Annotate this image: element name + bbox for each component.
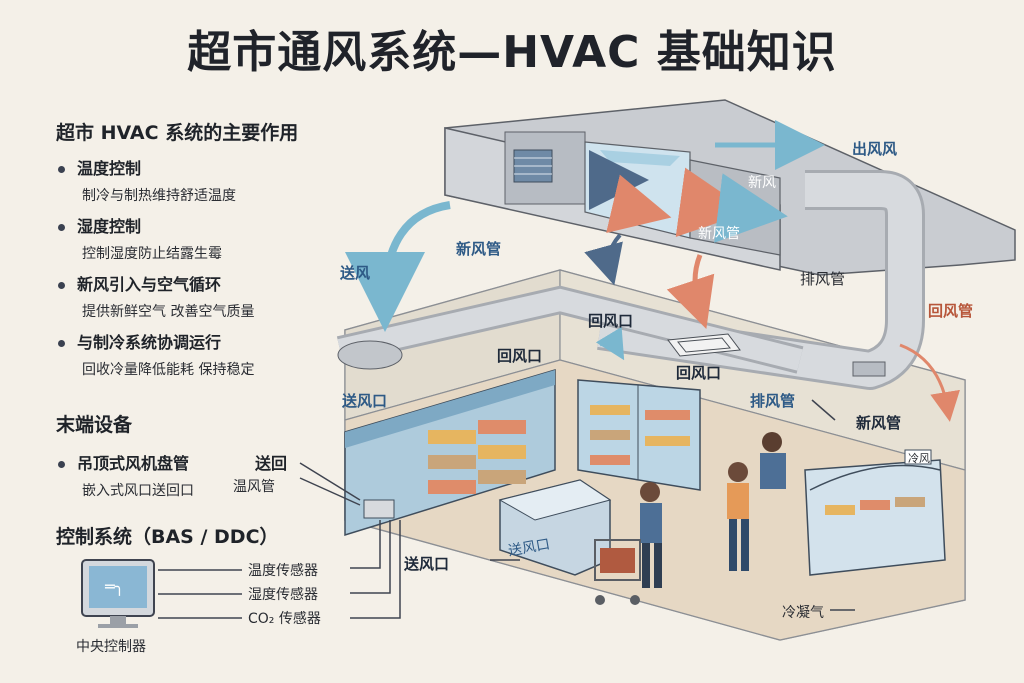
display-case-right — [804, 449, 946, 576]
bullet-icon — [58, 340, 65, 347]
airflow-arrows — [345, 120, 960, 422]
label-unit-inner: 新风管 — [698, 226, 740, 242]
function-item-title: 与制冷系统协调运行 — [77, 333, 222, 352]
function-item-1: 温度控制 制冷与制热维持舒适温度 — [58, 155, 236, 205]
label-outlet-air: 出风风 — [852, 140, 898, 158]
terminal-side-label-top: 送回 — [255, 454, 288, 473]
freezer-chest — [498, 479, 612, 576]
section-heading-terminal: 末端设备 — [56, 414, 133, 436]
page-title: 超市通风系统—HVAC 基础知识 — [187, 27, 837, 78]
bullet-icon — [58, 166, 65, 173]
ceiling-diffuser-icon — [667, 333, 741, 357]
label-unit-fresh: 新风 — [748, 175, 776, 191]
sensor-label-humidity: 湿度传感器 — [248, 587, 318, 603]
leader-lines — [158, 399, 855, 619]
section-heading-control: 控制系统（BAS / DDC） — [56, 526, 279, 548]
label-fresh-fan: 新风管 — [856, 414, 902, 432]
monitor-icon — [81, 559, 155, 628]
label-supply-air: 送风 — [340, 264, 371, 282]
staff-person-icon — [760, 432, 786, 489]
label-return-outlet-3: 回风口 — [676, 364, 722, 382]
function-item-sub: 提供新鲜空气 改善空气质量 — [82, 304, 255, 320]
terminal-side-label-bottom: 温风管 — [233, 479, 275, 495]
label-exhaust-fan: 排风管 — [750, 392, 796, 410]
label-case-tag: 冷风 — [908, 452, 930, 465]
terminal-item: 吊顶式风机盘管 嵌入式风口送回口 — [58, 450, 194, 500]
customer-person-icon — [727, 462, 749, 571]
shopper-with-cart-icon — [594, 482, 662, 605]
product-rows — [428, 420, 526, 494]
function-item-4: 与制冷系统协调运行 回收冷量降低能耗 保持稳定 — [58, 329, 254, 379]
section-heading-functions: 超市 HVAC 系统的主要作用 — [56, 122, 299, 144]
label-return-pipe: 回风管 — [928, 302, 974, 320]
air-handling-unit — [444, 99, 1016, 276]
monitor-screen-text: ═╮ — [105, 577, 125, 596]
terminal-item-title: 吊顶式风机盘管 — [77, 454, 190, 473]
sensor-label-co2: CO₂ 传感器 — [248, 611, 321, 627]
label-exhaust-pipe: 排风管 — [800, 270, 846, 288]
function-item-title: 温度控制 — [77, 159, 142, 178]
exhaust-duct — [597, 170, 925, 390]
function-item-2: 湿度控制 控制湿度防止结露生霉 — [58, 213, 222, 263]
fan-arrow-icon — [675, 167, 788, 243]
bullet-icon — [58, 224, 65, 231]
label-fresh-air-pipe: 新风管 — [456, 240, 502, 258]
label-return-outlet-2: 回风口 — [497, 347, 543, 365]
airflow-arrow-icon — [589, 150, 672, 234]
back-cooler — [577, 379, 701, 491]
function-item-sub: 回收冷量降低能耗 保持稳定 — [82, 362, 255, 378]
monitor-label: 中央控制器 — [76, 639, 146, 655]
terminal-item-sub: 嵌入式风口送回口 — [82, 483, 194, 499]
vent-grille-icon — [513, 149, 553, 183]
sensor-label-temperature: 温度传感器 — [248, 563, 318, 579]
label-supply-outlet: 送风口 — [342, 392, 388, 410]
function-item-sub: 制冷与制热维持舒适温度 — [82, 188, 236, 204]
label-return-outlet-1: 回风口 — [588, 312, 634, 330]
function-item-sub: 控制湿度防止结露生霉 — [82, 246, 222, 262]
bullet-icon — [58, 282, 65, 289]
refrigerated-shelf-left — [344, 368, 556, 537]
label-supply-outlet-floor: 送风口 — [404, 555, 450, 573]
function-item-3: 新风引入与空气循环 提供新鲜空气 改善空气质量 — [58, 271, 254, 321]
label-cold-air: 冷凝气 — [782, 605, 824, 621]
bullet-icon — [58, 461, 65, 468]
function-item-title: 湿度控制 — [77, 217, 142, 236]
function-item-title: 新风引入与空气循环 — [77, 275, 222, 294]
